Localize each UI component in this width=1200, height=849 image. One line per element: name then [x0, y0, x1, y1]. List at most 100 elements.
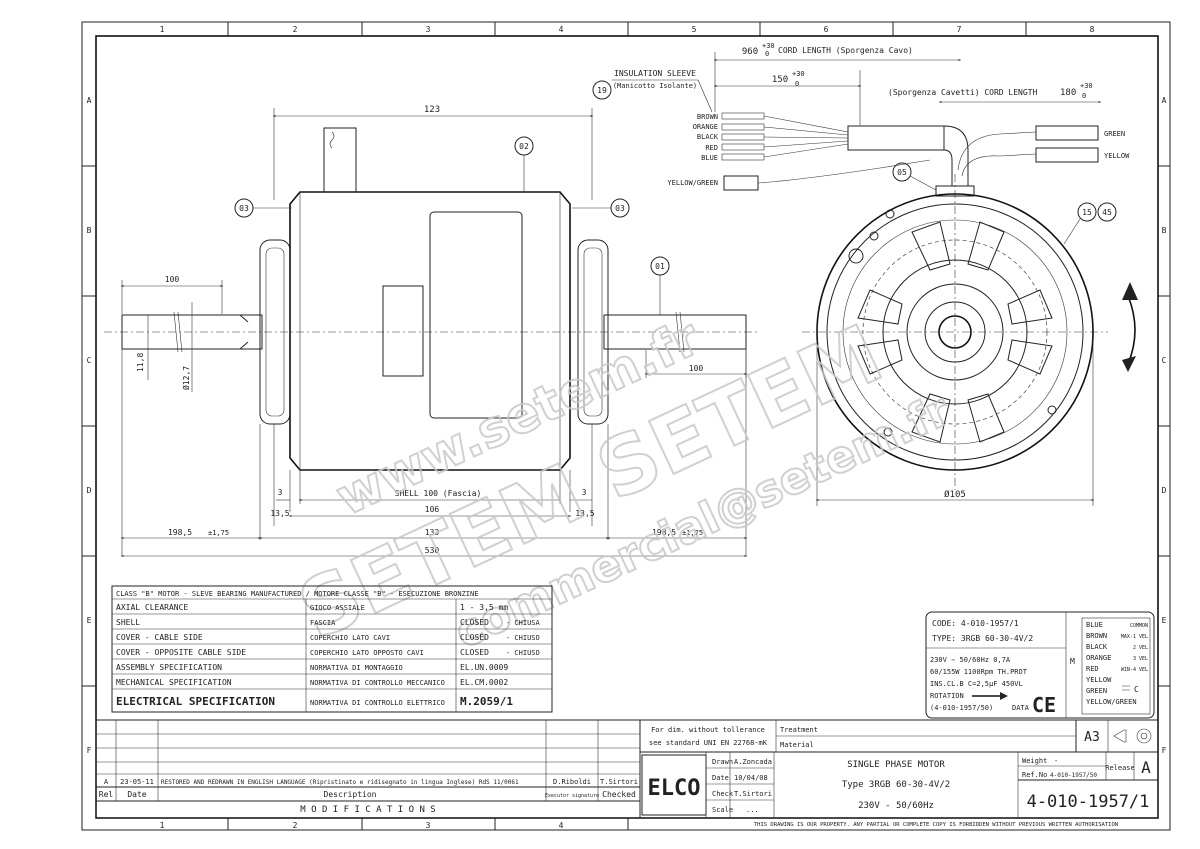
- col-label: 3: [426, 821, 431, 830]
- col-label: 5: [692, 25, 697, 34]
- elco-logo: ELCO: [648, 776, 701, 801]
- grid-right: A B C D E F: [1158, 96, 1170, 755]
- wire-yellow-green: YELLOW/GREEN: [667, 179, 718, 187]
- spec-row-it: COPERCHIO LATO CAVI: [310, 634, 390, 642]
- col-label: 2: [293, 821, 298, 830]
- row-label: B: [87, 226, 92, 235]
- wire-red: RED: [705, 144, 718, 152]
- tolerance-line-2: see standard UNI EN 22768-mK: [649, 739, 768, 747]
- spec-row-en: MECHANICAL SPECIFICATION: [116, 678, 232, 687]
- spec-row-it: GIOCO ASSIALE: [310, 604, 365, 612]
- wiring-fn: 2 VEL: [1133, 645, 1148, 651]
- spec-row-en: SHELL: [116, 618, 140, 627]
- drawn-label: Drawn: [712, 758, 733, 766]
- rev-date: 23-05-11: [120, 778, 154, 786]
- insulation-sleeve-label: INSULATION SLEEVE: [614, 69, 696, 78]
- dim-11-8: 11,8: [136, 353, 145, 372]
- col-label: 4: [559, 25, 564, 34]
- date-label: Date: [712, 774, 729, 782]
- spec-row-it: COPERCHIO LATO OPPOSTO CAVI: [310, 649, 424, 657]
- spec-row-en: ASSEMBLY SPECIFICATION: [116, 663, 222, 672]
- dim-133: 133: [425, 528, 440, 537]
- motor-symbol-label: M: [1070, 657, 1075, 666]
- callout-03-left: 03: [239, 204, 249, 213]
- wiring-color: YELLOW: [1086, 676, 1112, 684]
- dim-100-left: 100: [165, 275, 180, 284]
- wire-green: GREEN: [1104, 130, 1125, 138]
- projection-symbol: [1113, 729, 1127, 743]
- spec-row-it: FASCIA: [310, 619, 336, 627]
- row-label: B: [1162, 226, 1167, 235]
- row-label: A: [87, 96, 92, 105]
- front-ribs: [857, 221, 1053, 443]
- wiring-color: GREEN: [1086, 687, 1107, 695]
- spec-row-val: M.2059/1: [460, 695, 513, 708]
- spec-row-val: CLOSED: [460, 633, 489, 642]
- release-label: Release: [1105, 764, 1135, 772]
- dim-100-right: 100: [689, 364, 704, 373]
- rotation-ref: (4-010-1957/50): [930, 704, 993, 712]
- wiring-color: BLUE: [1086, 621, 1103, 629]
- wiring-detail: INSULATION SLEEVE (Manicotto Isolante) 1…: [592, 42, 1130, 191]
- right-shaft: [603, 314, 747, 350]
- spec-row-en: ELECTRICAL SPECIFICATION: [116, 695, 275, 708]
- yellow-connector: [1035, 147, 1099, 163]
- spec-row-it: NORMATIVA DI CONTROLLO MECCANICO: [310, 679, 445, 687]
- code-box: CODE: 4-010-1957/1 TYPE: 3RGB 60-30-4V/2…: [925, 611, 1155, 719]
- cord-150: 150: [772, 75, 788, 85]
- rating-line-1: 230V ∼ 50/60Hz 0,7A: [930, 656, 1011, 664]
- revision-block: A 23-05-11 RESTORED AND REDRAWN IN ENGLI…: [95, 719, 641, 819]
- row-label: E: [1162, 616, 1167, 625]
- rev-head-exec: Executor signature: [545, 793, 599, 799]
- spec-table: CLASS "B" MOTOR - SLEVE BEARING MANUFACT…: [111, 585, 553, 713]
- rev-desc: RESTORED AND REDRAWN IN ENGLISH LANGUAGE…: [161, 779, 519, 786]
- material-label: Material: [780, 741, 814, 749]
- dim-3-right: 3: [582, 488, 587, 497]
- col-label: 3: [426, 25, 431, 34]
- wire-black: BLACK: [697, 133, 719, 141]
- row-label: F: [1162, 746, 1167, 755]
- capacitor-label: C: [1134, 685, 1139, 694]
- wiring-fn: MAX-1 VEL: [1121, 634, 1148, 640]
- title-line-3: 230V - 50/60Hz: [858, 801, 934, 811]
- callout-02: 02: [519, 142, 529, 151]
- grid-bottom: 1 2 3 4: [160, 818, 629, 830]
- wire-blue: BLUE: [701, 154, 718, 162]
- wiring-color: ORANGE: [1086, 654, 1111, 662]
- dim-3-left: 3: [278, 488, 283, 497]
- spec-row-val: EL.UN.0009: [460, 663, 508, 672]
- tolerance-line-1: For dim. without tollerance: [651, 726, 765, 734]
- dim-shell: SHELL 100 (Fascia): [395, 489, 482, 498]
- spec-row-val: EL.CM.0002: [460, 678, 508, 687]
- cord-960: 960: [742, 47, 758, 57]
- rev-head-desc: Description: [324, 790, 377, 799]
- row-label: D: [87, 486, 92, 495]
- wire-brown: BROWN: [697, 113, 718, 121]
- front-outer-ring: [816, 193, 1094, 471]
- rev-exec: D.Riboldi: [553, 778, 591, 786]
- dim-198-left-tol: ±1,75: [208, 529, 229, 537]
- row-label: A: [1162, 96, 1167, 105]
- dim-123: 123: [424, 105, 440, 115]
- check-value: T.Sirtori: [734, 790, 772, 798]
- col-label: 4: [559, 821, 564, 830]
- row-label: E: [87, 616, 92, 625]
- tol-180-lower: 0: [1082, 92, 1086, 100]
- dim-530: 530: [425, 546, 440, 555]
- cable-outlet: [323, 127, 357, 193]
- rev-head-date: Date: [127, 790, 146, 799]
- col-label: 1: [160, 25, 165, 34]
- dim-13-5-left: 13,5: [270, 509, 289, 518]
- tol-180-upper: +30: [1080, 82, 1093, 90]
- spec-row-it: NORMATIVA DI MONTAGGIO: [310, 664, 403, 672]
- rotation-label: ROTATION: [930, 692, 964, 700]
- callout-15: 15: [1082, 208, 1092, 217]
- front-shaft: [938, 315, 972, 349]
- terminal-box: [429, 211, 523, 419]
- callouts-side: 02 03 03 01: [234, 136, 670, 315]
- rev-checked: T.Sirtori: [600, 778, 638, 786]
- manicotto-label: (Manicotto Isolante): [613, 82, 697, 90]
- rating-line-2: 60/155W 1100Rpm TH.PROT: [930, 668, 1028, 676]
- type-line: TYPE: 3RGB 60-30-4V/2: [932, 634, 1033, 643]
